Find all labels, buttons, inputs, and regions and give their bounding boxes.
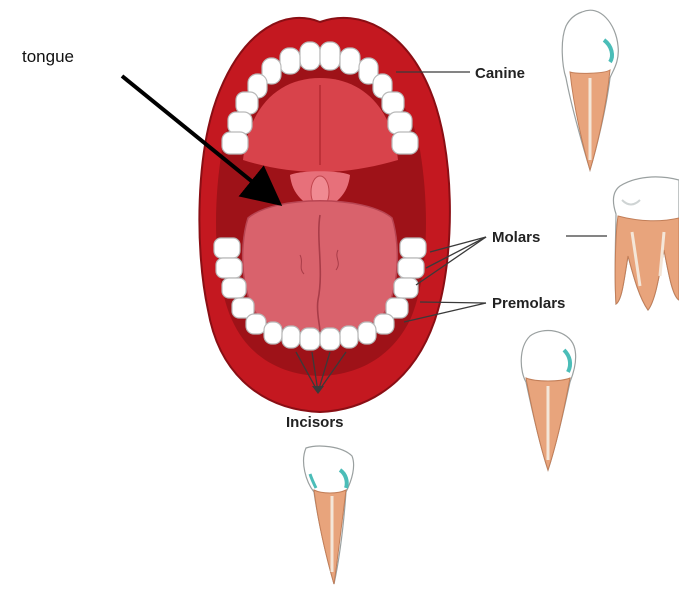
incisors-label: Incisors bbox=[286, 414, 344, 431]
premolar-tooth bbox=[521, 331, 575, 470]
tongue-label: tongue bbox=[22, 47, 74, 66]
canine-label: Canine bbox=[475, 65, 525, 82]
mouth-illustration bbox=[199, 18, 450, 412]
canine-tooth bbox=[562, 10, 618, 170]
molar-tooth bbox=[613, 177, 679, 310]
premolars-label: Premolars bbox=[492, 295, 565, 312]
incisor-tooth bbox=[304, 446, 354, 584]
molars-label: Molars bbox=[492, 229, 540, 246]
